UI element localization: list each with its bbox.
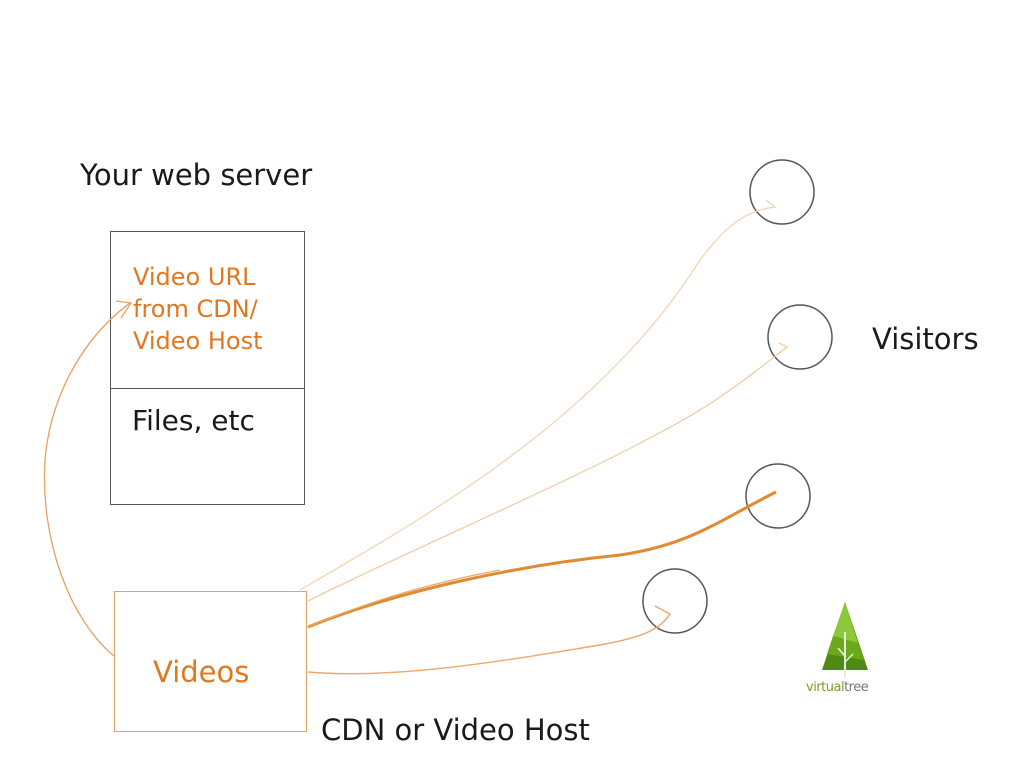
logo-text-tree: tree — [844, 680, 869, 695]
visitor-circle — [749, 159, 815, 225]
link-to-visitor-3 — [307, 490, 777, 629]
visitor-circle — [642, 568, 708, 634]
link-to-visitor-4 — [307, 605, 671, 675]
video-url-text: Video URL from CDN/ Video Host — [133, 263, 263, 355]
link-to-visitor-1 — [299, 199, 777, 591]
web-server-title: Your web server — [80, 158, 313, 192]
videos-label: Videos — [153, 655, 250, 689]
cdn-caption: CDN or Video Host — [321, 713, 590, 747]
server-divider — [111, 388, 304, 389]
link-to-visitor-3-light — [307, 569, 501, 628]
logo-text: virtualtree — [806, 680, 869, 695]
link-to-visitor-2 — [307, 342, 789, 602]
visitor-circle — [767, 304, 833, 370]
web-server-box — [110, 231, 305, 505]
video-url-arrow — [43, 302, 131, 657]
visitor-circle — [745, 463, 811, 529]
files-etc-text: Files, etc — [132, 404, 255, 437]
videos-box — [114, 591, 307, 732]
arrow-head-icon — [115, 300, 133, 319]
logo-text-virtual: virtual — [806, 680, 845, 695]
visitors-label: Visitors — [872, 322, 979, 356]
virtualtree-logo-icon — [822, 602, 868, 678]
